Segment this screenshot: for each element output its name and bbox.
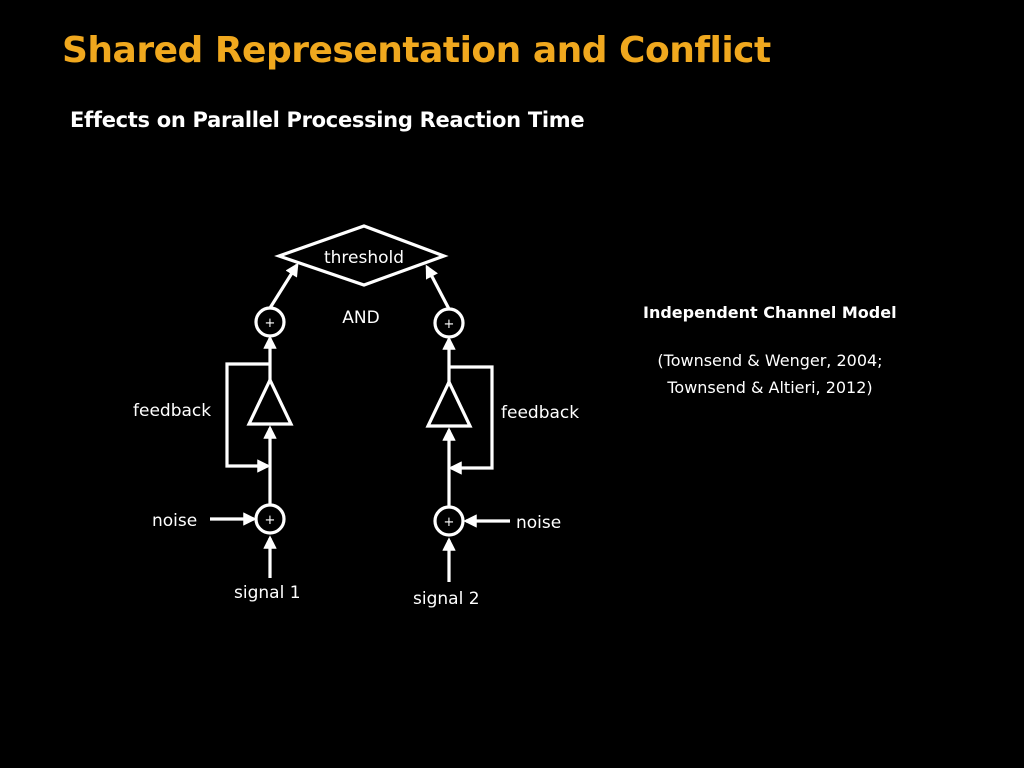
signal-1-label: signal 1	[234, 583, 301, 603]
right-feedback-loop	[448, 365, 494, 475]
threshold-label: threshold	[324, 248, 404, 268]
left-noise-label: noise	[152, 511, 197, 531]
right-output-plus: +	[444, 317, 455, 332]
left-output-plus: +	[265, 316, 276, 331]
right-feedback-label: feedback	[501, 403, 579, 423]
right-noise-plus: +	[444, 515, 455, 530]
right-noise-label: noise	[516, 513, 561, 533]
citation-line-1: (Townsend & Wenger, 2004;	[657, 351, 883, 370]
left-feedback-loop	[225, 362, 271, 473]
citation-line-2: Townsend & Altieri, 2012)	[667, 378, 873, 397]
left-feedback-label: feedback	[133, 401, 211, 421]
model-citation: (Townsend & Wenger, 2004; Townsend & Alt…	[620, 347, 920, 401]
left-to-threshold-arrow	[268, 262, 299, 309]
signal-2-label: signal 2	[413, 589, 480, 609]
slide-title: Shared Representation and Conflict	[62, 30, 771, 71]
right-amplifier	[425, 378, 473, 428]
threshold-node	[274, 224, 449, 287]
slide-subtitle: Effects on Parallel Processing Reaction …	[70, 108, 585, 132]
model-title: Independent Channel Model	[643, 303, 897, 322]
left-noise-plus: +	[265, 513, 276, 528]
right-to-threshold-arrow	[425, 264, 451, 310]
and-label: AND	[342, 308, 379, 328]
left-amplifier	[246, 376, 294, 426]
